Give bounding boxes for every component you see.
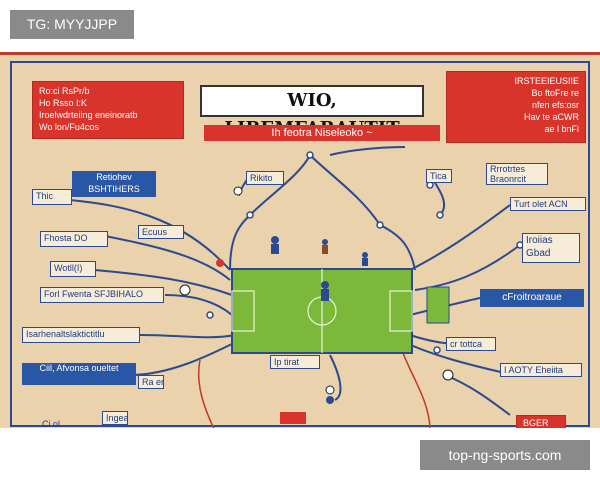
watermark-tag: TG: MYYJJPP — [10, 10, 134, 39]
right-label: I AOTY Eheiita — [500, 363, 582, 377]
left-label: Forl Fwenta SFJBIHALO — [40, 287, 164, 303]
left-label-blue: Retiohev BSHTIHERS — [72, 171, 156, 197]
info-line: IRSTEEIEUSIIE — [514, 76, 579, 86]
info-line: Bo ftoFre re — [531, 88, 579, 98]
info-line: nfen efs:osr — [531, 100, 579, 110]
info-line: Ro:ci RsPr/b — [39, 86, 90, 96]
info-line: Ho Rsso I:K — [39, 98, 88, 108]
watermark-site: top-ng-sports.com — [420, 440, 590, 470]
left-label: Fhosta DO — [40, 231, 108, 247]
center-label: Ingea I — [102, 411, 128, 425]
right-label: Iroiias Gbad — [522, 233, 580, 263]
node-dots — [206, 151, 524, 354]
info-line: Iroelwdrteiing eneinoratb — [39, 110, 138, 120]
right-label: Turt olet ACN — [510, 197, 586, 211]
right-label: Rrrotrtes Braonrcit — [486, 163, 548, 185]
right-label: Tica — [426, 169, 452, 183]
info-line: ae l bnFi — [544, 124, 579, 134]
right-label-blue: cFroitroaraue — [480, 289, 584, 307]
small-pitch-icon — [426, 286, 450, 324]
poster-frame — [10, 61, 590, 427]
info-line: Wo lon/Fu4cos — [39, 122, 99, 132]
connection-diagram — [69, 146, 524, 428]
center-label: Ra erocl — [138, 375, 164, 389]
top-right-info-box: IRSTEEIEUSIIE Bo ftoFre re nfen efs:osr … — [446, 71, 586, 143]
info-line: Hav te aCWR — [523, 112, 579, 122]
connector-lines — [69, 146, 521, 416]
ball-icons — [179, 186, 454, 395]
player-icons — [216, 236, 368, 404]
red-bar — [280, 412, 306, 424]
bottom-left-text: Ci ol — [42, 419, 61, 428]
left-label: Isarhenaltslaktictitlu — [22, 327, 140, 343]
center-label: Ecuus — [138, 225, 184, 239]
right-red-label: BGER — [516, 415, 566, 428]
left-label: Thic — [32, 189, 72, 205]
right-label: cr tottca — [446, 337, 496, 351]
poster: WIO, LIREMFARAUTIT Ih feotra Niseleoko ~… — [0, 52, 600, 428]
left-label: Wotll(I) — [50, 261, 96, 277]
poster-title: WIO, LIREMFARAUTIT — [200, 85, 424, 139]
poster-subtitle: Ih feotra Niseleoko ~ — [204, 125, 440, 141]
center-label: Rikito — [246, 171, 284, 185]
left-label-blue: Ciil, Afvonsa oueltet — [22, 363, 136, 385]
center-label: Ip tirat — [270, 355, 320, 369]
top-left-info-box: Ro:ci RsPr/b Ho Rsso I:K Iroelwdrteiing … — [32, 81, 184, 139]
